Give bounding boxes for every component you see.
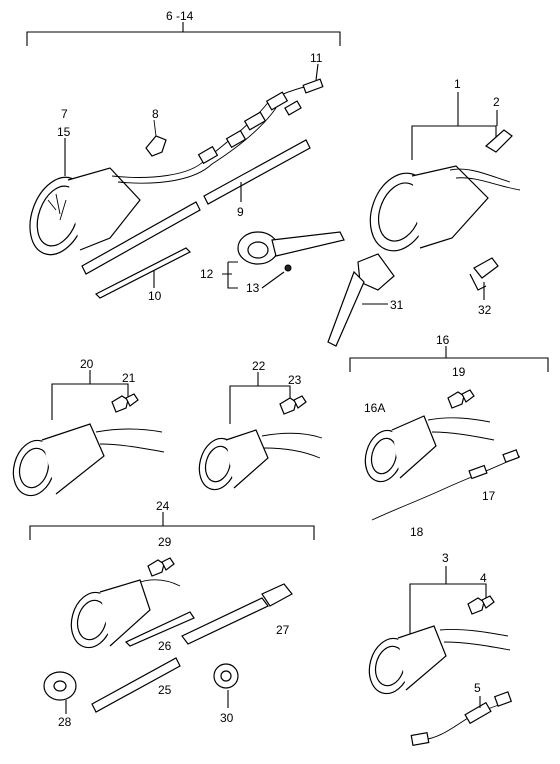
callout-29: 29 (158, 535, 172, 549)
callout-19: 19 (452, 365, 466, 379)
hose-10 (94, 247, 192, 299)
bulb-8 (145, 119, 167, 157)
group-3: 3 4 5 (368, 551, 513, 747)
callout-5: 5 (474, 681, 481, 695)
group-24: 24 29 26 25 27 (29, 499, 315, 713)
callout-26: 26 (158, 639, 172, 653)
grommet-30 (213, 663, 239, 689)
group-22: 22 23 (198, 359, 323, 491)
callout-13: 13 (246, 281, 260, 295)
callout-24: 24 (156, 499, 170, 513)
callout-30: 30 (220, 711, 234, 725)
callout-4: 4 (480, 571, 487, 585)
callout-25: 25 (158, 683, 172, 697)
callout-15: 15 (57, 125, 71, 139)
callout-18: 18 (410, 525, 424, 539)
nut-28 (43, 671, 77, 701)
callout-28: 28 (58, 715, 72, 729)
callout-31: 31 (390, 298, 404, 312)
callout-6-14: 6 -14 (166, 9, 194, 23)
callout-12: 12 (200, 267, 214, 281)
callout-1: 1 (454, 77, 461, 91)
callout-16a: 16A (364, 401, 385, 415)
gauge-1 (369, 165, 521, 252)
group-1: 1 2 (369, 77, 521, 252)
callout-32: 32 (478, 303, 492, 317)
callout-3: 3 (442, 551, 449, 565)
callout-23: 23 (288, 373, 302, 387)
callout-22: 22 (252, 359, 266, 373)
group-6-14: 6 -14 7 15 8 11 (26, 9, 341, 303)
callout-21: 21 (122, 371, 136, 385)
harness-11 (111, 78, 324, 184)
callout-27: 27 (276, 623, 290, 637)
gauge-7 (29, 167, 141, 256)
fitting-32 (469, 257, 499, 291)
callout-7: 7 (61, 107, 68, 121)
callout-16: 16 (436, 333, 450, 347)
tube-9 (81, 139, 311, 275)
callout-17: 17 (482, 489, 496, 503)
callout-11: 11 (310, 51, 323, 65)
group-16: 16 16A 19 17 18 (349, 333, 549, 539)
bulb-2 (484, 129, 513, 153)
sender-31 (327, 253, 395, 347)
callout-8: 8 (152, 107, 159, 121)
callout-9: 9 (237, 205, 244, 219)
callout-10: 10 (148, 289, 162, 303)
bracket-12 (222, 231, 345, 289)
callout-20: 20 (80, 357, 94, 371)
callout-2: 2 (493, 95, 500, 109)
group-20: 20 21 (12, 357, 165, 497)
